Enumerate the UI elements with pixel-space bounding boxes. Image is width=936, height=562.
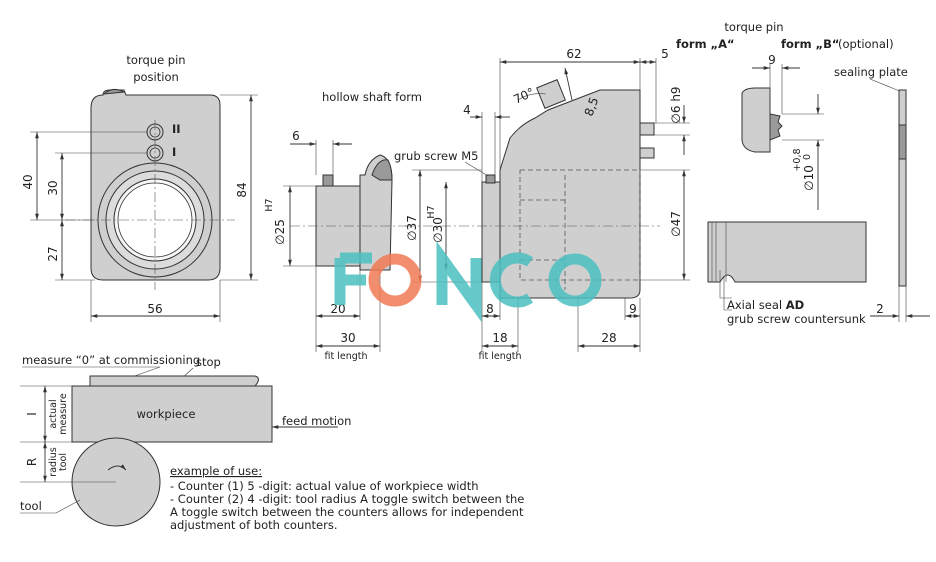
svg-text:tool: tool [58,453,69,471]
side-housing [499,89,641,299]
workpiece-label: workpiece [137,407,196,421]
form-b-optional: (optional) [838,37,894,51]
dim-hollow-6: 6 [292,129,300,143]
stop-label: stop [196,355,221,369]
dim-5: 5 [661,47,669,61]
dim-8-5: 8,5 [582,95,602,118]
tool-label: tool [20,499,42,513]
dim-18: 18 [492,331,507,345]
dim-I: I [25,412,39,416]
dim-28: 28 [601,331,616,345]
dim-d25: ∅25 [273,219,287,245]
sealing-plate-label: sealing plate [834,65,908,79]
measure-zero-label: measure “0” at commissioning [22,353,200,367]
axial-seal-label: Axial seal AD [727,298,804,312]
svg-text:actual: actual [48,399,59,428]
torque-pin-cap [741,87,771,153]
svg-text:0: 0 [802,154,813,160]
dim-d10: ∅10 [802,165,816,191]
sealing-details: sealing plate Axial seal AD grub screw c… [707,65,930,326]
dim-40: 40 [21,174,35,189]
example-line-2: - Counter (2) 4 -digit: tool radius A to… [170,492,524,506]
watermark-logo [334,241,602,322]
sealing-plate [898,89,907,287]
hollow-shaft-title: hollow shaft form [322,90,422,104]
fit-length-1: fit length [324,351,367,362]
grub-countersunk-label: grub screw countersunk [727,312,866,326]
feed-motion-label: feed motion [282,414,351,428]
dim-hollow-20: 20 [330,302,345,316]
pin-label-I: I [172,145,176,159]
dim-9: 9 [629,302,637,316]
example-line-1: - Counter (1) 5 -digit: actual value of … [170,479,479,493]
dim-56: 56 [147,302,162,316]
torque-pin-title: torque pin [724,20,783,34]
hollow-shaft-view: hollow shaft form 6 ∅25 H7 20 30 fit len… [264,90,422,362]
dim-R: R [25,458,39,466]
svg-text:measure: measure [58,393,69,435]
dim-62: 62 [566,47,581,61]
dim-27: 27 [46,246,60,261]
svg-text:H7: H7 [264,198,275,211]
front-view: torque pin position II I 40 30 27 84 5 [21,53,258,322]
front-view-title-2: position [133,70,179,84]
usage-diagram: measure “0” at commissioning stop workpi… [20,353,524,532]
fit-length-2: fit length [478,351,521,362]
torque-pin-teeth [769,113,783,141]
svg-text:radius: radius [48,447,59,476]
dim-seal-2: 2 [876,302,884,316]
pin-nub [102,88,126,95]
pin-label-II: II [172,122,181,136]
example-title: example of use: [170,464,262,478]
form-b-label: form „B“ [781,37,839,51]
dim-angle-70: 70° [511,85,536,107]
dim-8: 8 [486,302,494,316]
dim-30: 30 [46,180,60,195]
example-line-4: adjustment of both counters. [170,518,338,532]
torque-pin-details: torque pin form „A“ form „B“ (optional) … [676,20,894,210]
dim-pin-9: 9 [768,53,776,67]
svg-text:+0,8: +0,8 [792,148,803,171]
axial-seal [707,221,867,283]
dim-4: 4 [463,103,471,117]
grub-screw-label: grub screw M5 [394,149,478,163]
stop-bar [89,375,259,387]
dim-84: 84 [235,182,249,197]
workpiece [71,385,273,443]
side-view: grub screw M5 62 5 4 70° 8,5 ∅6 h9 ∅47 ∅… [394,47,690,362]
dim-d30: ∅30 [431,217,445,243]
front-view-title-1: torque pin [126,53,185,67]
form-a-label: form „A“ [676,37,735,51]
dim-d47: ∅47 [669,211,683,237]
dim-hollow-30: 30 [340,331,355,345]
dim-d6h9: ∅6 h9 [669,86,683,123]
dim-d37: ∅37 [405,215,419,241]
torque-pin-block [536,79,566,109]
svg-text:H7: H7 [426,205,437,218]
example-line-3: A toggle switch between the counters all… [170,505,524,519]
